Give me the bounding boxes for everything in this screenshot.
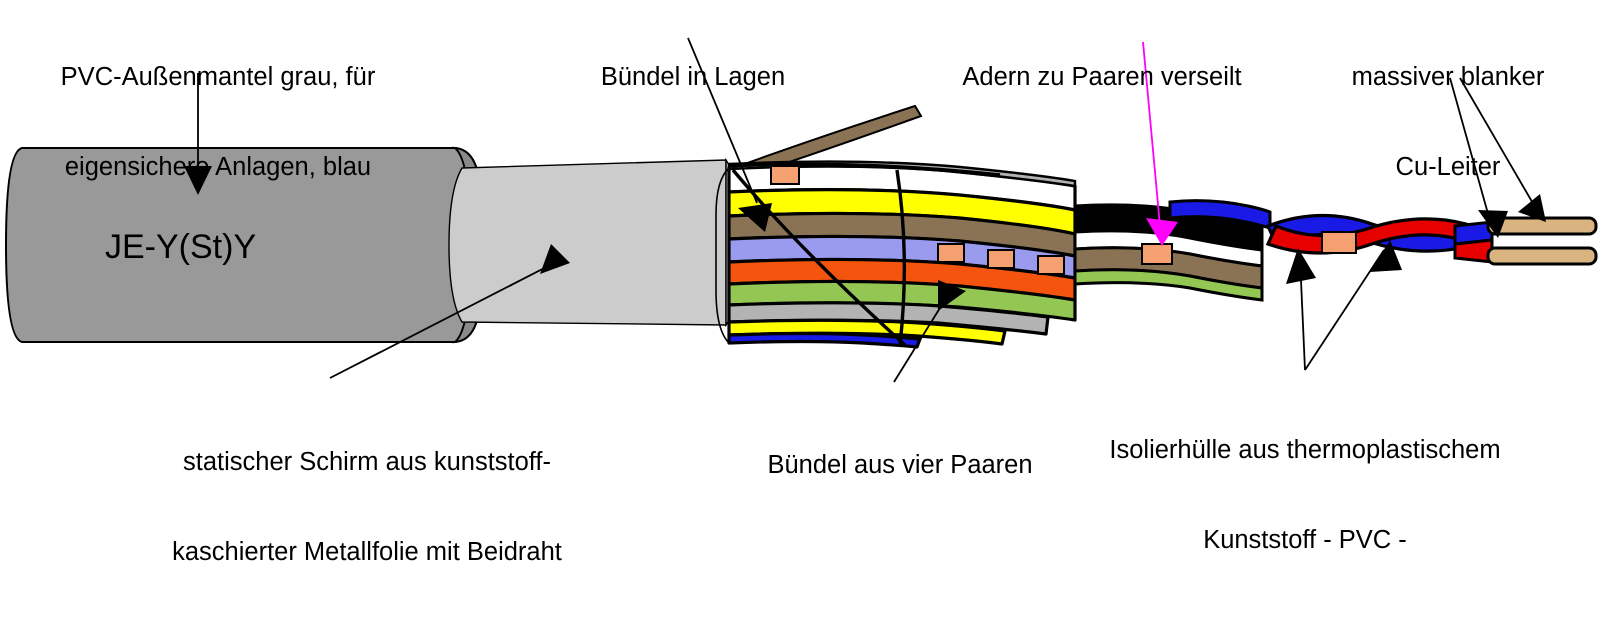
arrowhead-bundles-in-layers xyxy=(738,203,772,232)
label-solid-conductor: massiver blanker Cu-Leiter xyxy=(1298,2,1598,242)
twisted-pair-group xyxy=(1265,213,1473,255)
arrowhead-jacket xyxy=(184,166,212,195)
salmon-marker xyxy=(1321,231,1357,254)
arrowhead-bundle-four-pairs xyxy=(938,280,966,311)
label-jacket-line2: eigensichere Anlagen, blau xyxy=(64,153,372,181)
label-jacket: PVC-Außenmantel grau, für eigensichere A… xyxy=(18,2,418,242)
label-static-screen-line1: statischer Schirm aus kunststoff- xyxy=(183,448,551,476)
salmon-marker-group xyxy=(770,165,1065,275)
arrowheads-group xyxy=(184,166,1546,311)
label-static-screen-line2: kaschierter Metallfolie mit Beidraht xyxy=(172,538,562,566)
leader-insulation-b xyxy=(1304,249,1385,371)
label-bundles-in-layers-line1: Bündel in Lagen xyxy=(600,63,786,91)
arrowhead-insulation-a xyxy=(1286,248,1316,284)
leader-screen xyxy=(329,259,561,379)
label-pairs-twisted: Adern zu Paaren verseilt xyxy=(912,2,1292,152)
cable-illustration: JE-Y(St)Y xyxy=(4,37,1598,383)
static-screen-group xyxy=(448,157,741,328)
label-pairs-twisted-line1: Adern zu Paaren verseilt xyxy=(962,63,1242,91)
exposed-pairs-group xyxy=(1073,199,1272,302)
label-solid-conductor-line2: Cu-Leiter xyxy=(1395,153,1501,181)
leader-bundles-in-layers xyxy=(687,37,758,204)
label-static-screen: statischer Schirm aus kunststoff- kaschi… xyxy=(112,387,622,627)
leader-conductor-b xyxy=(1459,77,1539,213)
conductor-group xyxy=(1453,216,1598,266)
cable-diagram-canvas: JE-Y(St)Y xyxy=(4,2,1598,566)
label-bundles-in-layers: Bündel in Lagen xyxy=(548,2,838,152)
arrowhead-screen xyxy=(540,244,570,274)
arrowhead-insulation-b xyxy=(1370,240,1402,272)
salmon-marker xyxy=(1141,243,1173,265)
label-insulation-line1: Isolierhülle aus thermoplastischem xyxy=(1109,436,1501,464)
bundle-group-outlines xyxy=(728,162,1001,347)
lower-conductor xyxy=(1486,246,1598,266)
cable-type-text: JE-Y(St)Y xyxy=(105,228,256,266)
screen-foil-body xyxy=(448,159,727,326)
bundle-band-blue xyxy=(727,331,922,349)
salmon-marker xyxy=(987,249,1015,269)
salmon-marker xyxy=(937,243,965,263)
salmon-marker xyxy=(770,165,800,185)
leader-pairs-twisted xyxy=(1142,41,1161,227)
insulation-stub-red xyxy=(1453,238,1494,264)
arrowhead-conductor-b xyxy=(1518,194,1546,222)
salmon-marker xyxy=(1037,255,1065,275)
bundle-cut-face-arcs xyxy=(715,167,730,344)
leader-conductor-a xyxy=(1449,77,1493,229)
label-insulation-line2: Kunststoff - PVC - xyxy=(1203,526,1407,554)
exposed-band-green xyxy=(1073,268,1264,302)
label-insulation: Isolierhülle aus thermoplastischem Kunst… xyxy=(1090,375,1520,615)
label-bundle-four-pairs: Bündel aus vier Paaren xyxy=(720,390,1080,540)
arrowhead-pairs-twisted xyxy=(1146,218,1178,246)
label-jacket-line1: PVC-Außenmantel grau, für xyxy=(60,63,376,91)
label-solid-conductor-line1: massiver blanker xyxy=(1351,63,1545,91)
arrowhead-conductor-a xyxy=(1478,210,1508,238)
